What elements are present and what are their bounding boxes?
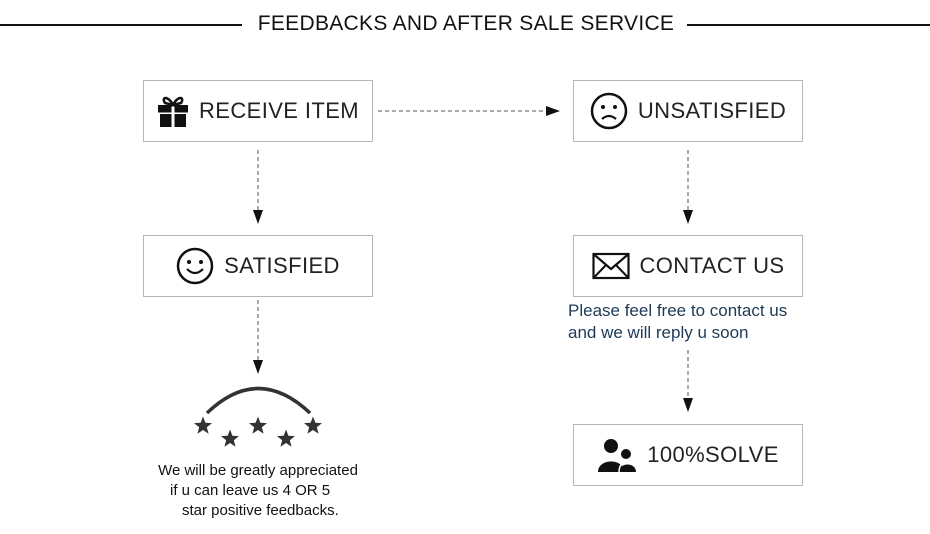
- feedback-note: We will be greatly appreciated if u can …: [148, 461, 368, 521]
- star-icon: [277, 429, 295, 447]
- feedback-note-line1: We will be greatly appreciated: [158, 462, 358, 479]
- envelope-icon: [591, 252, 630, 280]
- node-contact-us: CONTACT US: [573, 235, 803, 297]
- arrowhead-right: [546, 106, 560, 116]
- header-rule-right: [687, 24, 930, 26]
- star-icon: [221, 429, 239, 447]
- arrowhead-down: [253, 210, 263, 224]
- feedback-note-line2: if u can leave us 4 OR 5: [170, 482, 331, 499]
- node-receive-item: RECEIVE ITEM: [143, 80, 373, 142]
- contact-note-line1: Please feel free to contact us: [568, 301, 788, 320]
- star-icon: [304, 416, 322, 434]
- star-icon: [194, 416, 212, 434]
- smiley-face-icon: [176, 247, 214, 285]
- arrowhead-down: [683, 398, 693, 412]
- arrowhead-down: [253, 360, 263, 374]
- node-contact-us-label: CONTACT US: [639, 253, 785, 278]
- page-title: FEEDBACKS AND AFTER SALE SERVICE: [257, 12, 675, 35]
- rating-stars-graphic: [194, 386, 322, 447]
- arrowhead-down: [683, 210, 693, 224]
- gift-icon: [157, 94, 189, 128]
- star-icon: [249, 416, 267, 434]
- node-unsatisfied: UNSATISFIED: [573, 80, 803, 142]
- people-icon: [597, 438, 637, 472]
- node-receive-item-label: RECEIVE ITEM: [198, 98, 360, 123]
- contact-note-line2: and we will reply u soon: [568, 323, 749, 342]
- node-100-solve-label: 100%SOLVE: [647, 442, 779, 467]
- contact-note: Please feel free to contact us and we wi…: [568, 300, 787, 344]
- node-satisfied-label: SATISFIED: [224, 253, 340, 278]
- node-satisfied: SATISFIED: [143, 235, 373, 297]
- feedback-note-line3: star positive feedbacks.: [182, 502, 339, 519]
- node-unsatisfied-label: UNSATISFIED: [637, 98, 787, 123]
- node-100-solve: 100%SOLVE: [573, 424, 803, 486]
- sad-face-icon: [590, 92, 628, 130]
- header-rule-left: [0, 24, 242, 26]
